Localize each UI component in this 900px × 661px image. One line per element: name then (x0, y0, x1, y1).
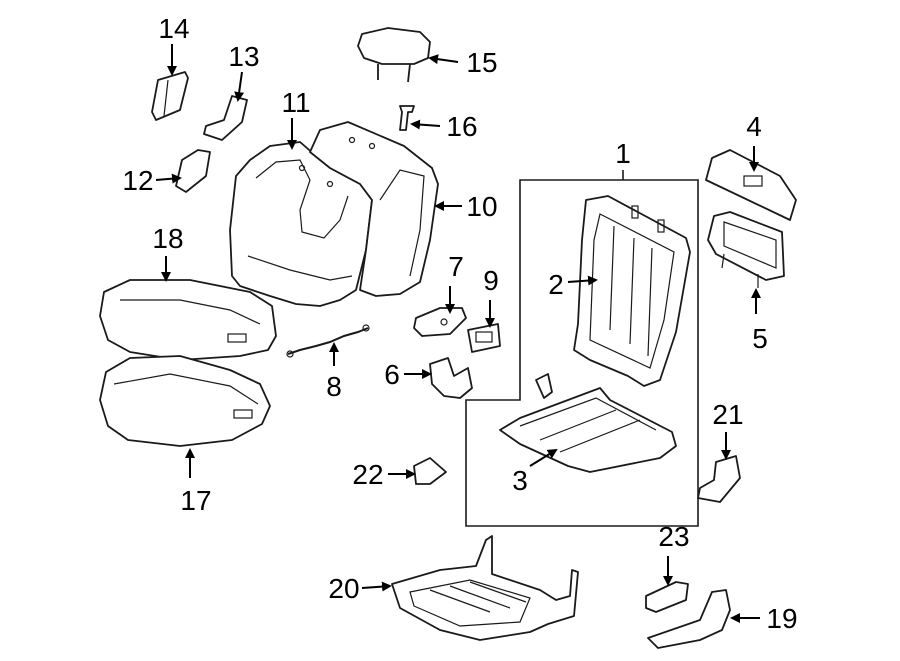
part-23-lever[interactable] (645, 581, 689, 613)
part-9-bezel[interactable] (467, 323, 501, 353)
callout-10: 10 (466, 191, 497, 222)
callout-8: 8 (326, 371, 342, 402)
part-14-trim-cover[interactable] (151, 71, 189, 121)
arrow-12 (155, 173, 182, 184)
callout-18: 18 (152, 223, 183, 254)
callout-3: 3 (512, 465, 528, 496)
callout-20: 20 (328, 573, 359, 604)
part-19-side-shield[interactable] (647, 589, 731, 649)
callout-12: 12 (122, 165, 153, 196)
callout-23: 23 (658, 521, 689, 552)
arrow-16 (410, 119, 441, 130)
part-3-seat-track[interactable] (499, 373, 677, 473)
part-12-cover[interactable] (175, 149, 211, 193)
part-6-side-cover[interactable] (429, 357, 473, 399)
callout-9: 9 (483, 265, 499, 296)
arrow-20 (361, 581, 392, 592)
arrow-15 (428, 54, 459, 65)
callout-13: 13 (228, 41, 259, 72)
callout-2: 2 (548, 269, 564, 300)
callout-5: 5 (752, 323, 768, 354)
part-20-cushion-frame[interactable] (391, 535, 579, 641)
seat-frame-assembly-box (465, 170, 699, 527)
part-21-trim[interactable] (697, 455, 741, 503)
arrow-2 (567, 275, 598, 286)
callout-15: 15 (466, 47, 497, 78)
leader-arrows (155, 44, 761, 623)
part-2-seatback-frame[interactable] (573, 195, 691, 387)
callout-21: 21 (712, 399, 743, 430)
arrow-3 (529, 448, 558, 467)
part-5-tray[interactable] (707, 211, 785, 288)
callout-11: 11 (281, 87, 310, 118)
callout-1: 1 (615, 138, 631, 169)
callout-22: 22 (352, 459, 383, 490)
callout-labels: 1 2 3 4 5 6 7 8 9 10 11 12 13 14 15 16 1… (122, 13, 797, 634)
part-13-bracket[interactable] (203, 95, 248, 141)
callout-7: 7 (448, 251, 464, 282)
callout-16: 16 (446, 111, 477, 142)
callout-19: 19 (766, 603, 797, 634)
part-4-rear-panel[interactable] (705, 149, 797, 221)
part-8-wire[interactable] (286, 324, 370, 358)
part-10-seatback-pad[interactable] (309, 121, 439, 297)
part-18-cushion-cover[interactable] (99, 279, 277, 361)
arrow-13 (234, 71, 245, 102)
part-17-cushion-pad[interactable] (99, 355, 271, 447)
part-15-headrest[interactable] (357, 27, 431, 83)
callout-6: 6 (384, 359, 400, 390)
callout-4: 4 (746, 111, 762, 142)
callout-17: 17 (180, 485, 211, 516)
callout-14: 14 (158, 13, 189, 44)
part-22-bracket[interactable] (413, 457, 447, 485)
part-16-headrest-guide[interactable] (399, 105, 415, 131)
part-7-hinge-cover[interactable] (413, 307, 467, 337)
